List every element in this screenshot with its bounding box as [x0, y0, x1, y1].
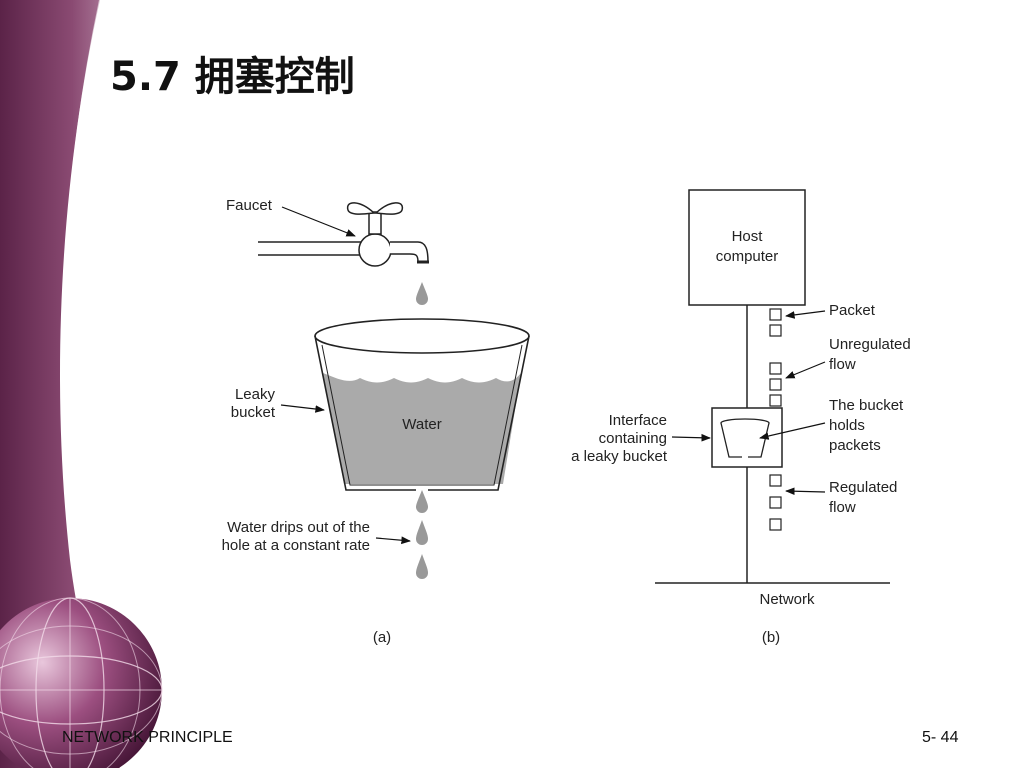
packet	[769, 362, 782, 375]
water-drop-icon	[416, 490, 428, 513]
bucket-label-line2: bucket	[231, 404, 276, 421]
interface-label-line1: Interface	[609, 412, 667, 429]
bucket-holds-label-line3: packets	[829, 437, 881, 454]
packet	[769, 518, 782, 531]
drips-label-line1: Water drips out of the	[227, 519, 370, 536]
water-drop-icon	[416, 554, 428, 579]
host-label-line1: Host	[732, 228, 764, 245]
purple-band	[0, 0, 120, 768]
leaky-bucket-icon	[314, 318, 530, 492]
bucket-label-line1: Leaky	[235, 386, 276, 403]
faucet-icon	[258, 202, 429, 267]
packet	[769, 474, 782, 487]
slide-title: 5.7 拥塞控制	[110, 54, 355, 100]
water-label: Water	[402, 416, 441, 433]
small-bucket-icon	[720, 418, 770, 459]
caption-a: (a)	[373, 629, 391, 646]
figure-b: Host computer Network Packet Un	[571, 189, 911, 646]
interface-label-line3: a leaky bucket	[571, 448, 668, 465]
globe-graphic	[0, 597, 163, 768]
packet	[769, 394, 782, 407]
footer-page-number: 5- 44	[922, 729, 959, 746]
packet-label: Packet	[829, 302, 876, 319]
host-label-line2: computer	[716, 248, 779, 265]
packet-squares	[769, 308, 782, 531]
regulated-label-line1: Regulated	[829, 479, 897, 496]
water-drop-icon	[416, 282, 428, 305]
drips-label-line2: hole at a constant rate	[222, 537, 370, 554]
water-drop-icon	[416, 520, 428, 545]
unregulated-label-line2: flow	[829, 356, 856, 373]
host-computer-box	[688, 189, 806, 306]
packet	[769, 324, 782, 337]
footer-course-name: NETWORK PRINCIPLE	[62, 729, 233, 746]
faucet-label: Faucet	[226, 197, 273, 214]
packet	[769, 308, 782, 321]
packet	[769, 378, 782, 391]
bucket-holds-label-line1: The bucket	[829, 397, 904, 414]
interface-label-line2: containing	[599, 430, 667, 447]
regulated-label-line2: flow	[829, 499, 856, 516]
packet	[769, 496, 782, 509]
network-label: Network	[759, 591, 815, 608]
bucket-holds-label-line2: holds	[829, 417, 865, 434]
caption-b: (b)	[762, 629, 780, 646]
unregulated-label-line1: Unregulated	[829, 336, 911, 353]
figure-a: Water Faucet Leaky bucket Water drips ou…	[222, 197, 530, 646]
